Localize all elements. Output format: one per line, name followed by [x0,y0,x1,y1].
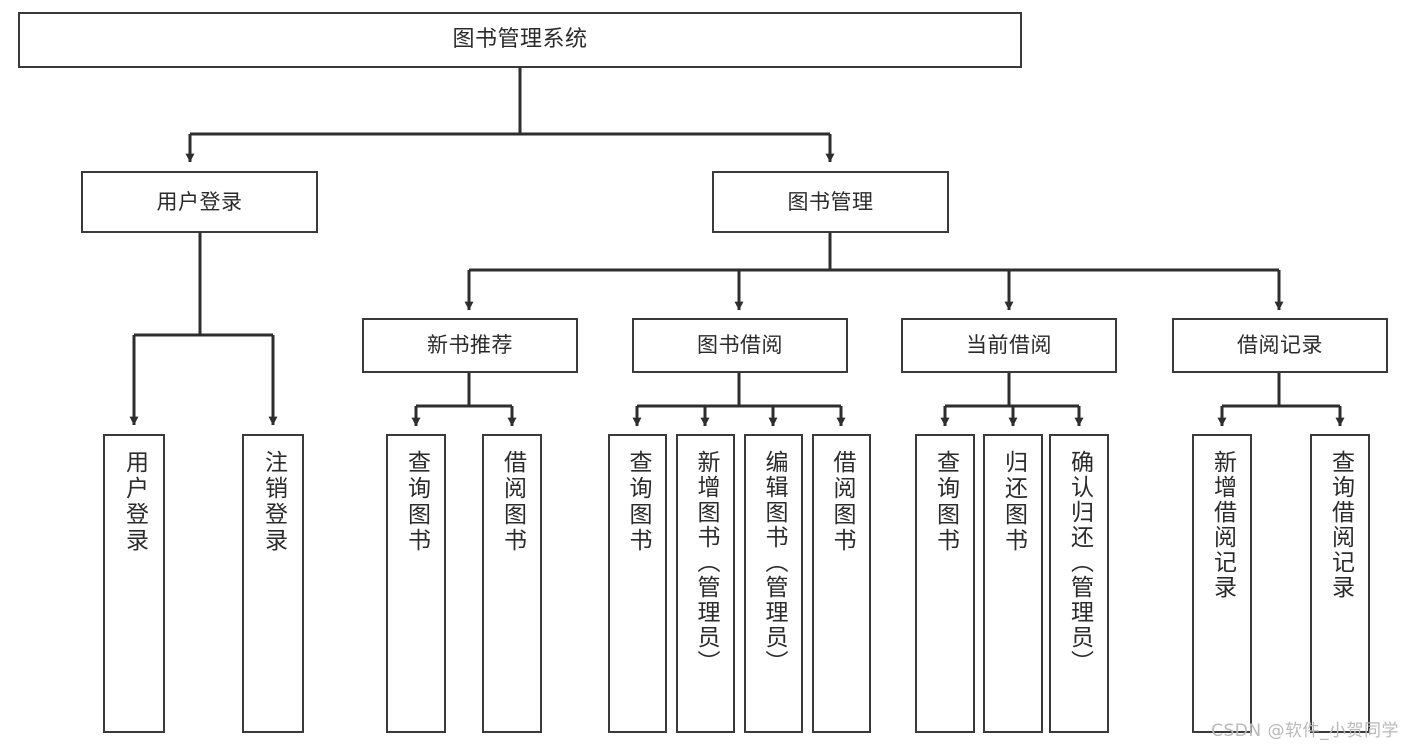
leaf-record-add-borrow-record[interactable]: 新增借阅记录 [1192,434,1252,733]
leaf-record-query-borrow-record[interactable]: 查询借阅记录 [1310,434,1370,733]
leaf-borrow-edit-book-admin[interactable]: 编辑图书（管理员） [744,434,803,733]
node-label: 借阅图书 [829,450,855,554]
leaf-newbook-borrow-book[interactable]: 借阅图书 [482,434,542,733]
leaf-current-return-book[interactable]: 归还图书 [983,434,1043,733]
node-label: 借阅记录 [1237,333,1323,358]
node-label: 查询借阅记录 [1327,450,1354,600]
node-label: 确认归还（管理员） [1066,450,1093,675]
node-label: 编辑图书（管理员） [761,450,787,675]
node-user-login[interactable]: 用户登录 [81,171,318,233]
leaf-logout[interactable]: 注销登录 [242,434,304,733]
node-label: 用户登录 [121,450,148,554]
node-root-system[interactable]: 图书管理系统 [18,12,1022,68]
node-label: 新书推荐 [427,333,513,358]
leaf-current-query-book[interactable]: 查询图书 [915,434,975,733]
node-label: 用户登录 [156,189,243,214]
node-label: 查询图书 [403,450,430,554]
node-label: 归还图书 [1000,450,1027,554]
leaf-current-confirm-return-admin[interactable]: 确认归还（管理员） [1049,434,1109,733]
node-label: 新增借阅记录 [1209,450,1236,600]
node-label: 图书管理 [787,189,874,214]
leaf-borrow-borrow-book[interactable]: 借阅图书 [812,434,871,733]
node-label: 图书借阅 [697,333,783,358]
node-book-borrow[interactable]: 图书借阅 [632,318,848,373]
node-current-borrow[interactable]: 当前借阅 [901,318,1117,373]
leaf-borrow-query-book[interactable]: 查询图书 [608,434,667,733]
node-borrow-record[interactable]: 借阅记录 [1172,318,1388,373]
node-label: 新增图书（管理员） [693,450,719,675]
watermark-text: CSDN @软件_小贺同学 [1211,721,1399,741]
node-new-book-recommend[interactable]: 新书推荐 [362,318,578,373]
leaf-borrow-add-book-admin[interactable]: 新增图书（管理员） [676,434,735,733]
node-label: 查询图书 [932,450,959,554]
leaf-newbook-query-book[interactable]: 查询图书 [386,434,446,733]
node-label: 借阅图书 [499,450,526,554]
leaf-user-login[interactable]: 用户登录 [103,434,165,733]
node-book-management[interactable]: 图书管理 [712,171,949,233]
node-label: 查询图书 [625,450,651,554]
node-label: 注销登录 [260,450,287,554]
node-label: 当前借阅 [966,333,1052,358]
node-label: 图书管理系统 [452,27,588,53]
